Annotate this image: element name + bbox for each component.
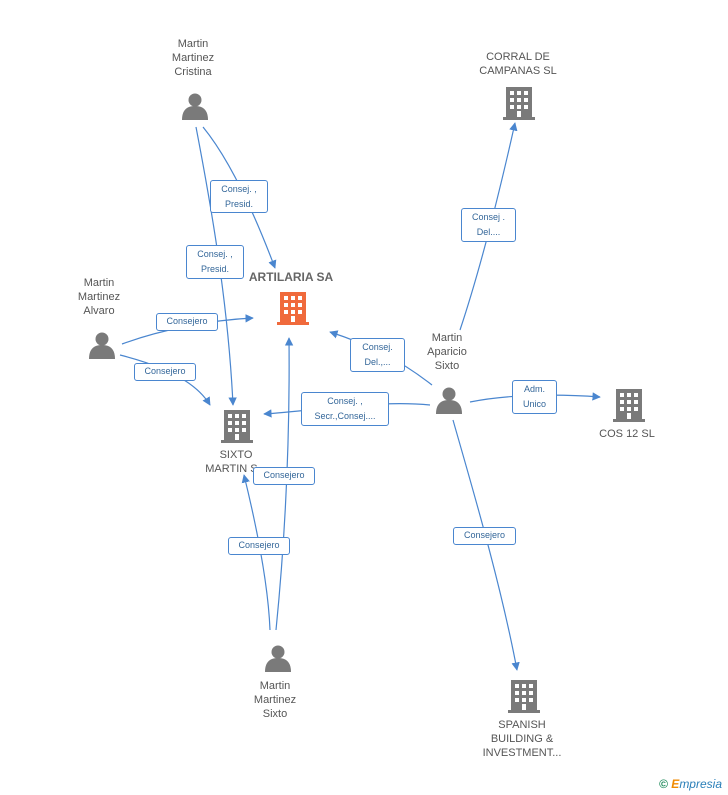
brand-footer: © Empresia xyxy=(659,777,722,791)
node-label-cristina[interactable]: Martin Martinez Cristina xyxy=(171,38,215,78)
edge-sixtoperson-artilaria xyxy=(275,337,294,631)
edge-label-aparicio-cos12[interactable]: Adm. Unico xyxy=(512,380,557,414)
edge-label-alvaro-sixto[interactable]: Consejero xyxy=(134,363,196,381)
building-icon xyxy=(221,410,253,443)
node-label-aparicio[interactable]: Martin Aparicio Sixto xyxy=(427,332,467,372)
building-icon xyxy=(508,680,540,713)
building-icon xyxy=(503,87,535,120)
brand-logo-letter: E xyxy=(671,777,680,791)
edge-label-sixtoperson-sixto[interactable]: Consejero xyxy=(228,537,290,555)
node-label-spanish[interactable]: SPANISH BUILDING & INVESTMENT... xyxy=(482,719,562,759)
node-label-sixto-person[interactable]: Martin Martinez Sixto xyxy=(253,680,297,720)
brand-logo-text: mpresia xyxy=(679,777,722,791)
building-icon xyxy=(613,389,645,422)
node-label-corral[interactable]: CORRAL DE CAMPANAS SL xyxy=(479,51,557,77)
edge-label-cristina-artilaria[interactable]: Consej. , Presid. xyxy=(210,180,268,213)
edge-aparicio-spanish xyxy=(452,419,520,671)
person-icon xyxy=(89,332,115,359)
person-icon xyxy=(182,93,208,120)
node-label-cos12[interactable]: COS 12 SL xyxy=(599,428,655,440)
node-label-artilaria[interactable]: ARTILARIA SA xyxy=(248,270,334,284)
node-label-alvaro[interactable]: Martin Martinez Alvaro xyxy=(77,277,121,317)
edge-label-aparicio-artilaria[interactable]: Consej. Del.,... xyxy=(350,338,405,372)
edge-label-aparicio-corral[interactable]: Consej . Del.... xyxy=(461,208,516,242)
person-icon xyxy=(436,387,462,414)
edge-label-alvaro-artilaria[interactable]: Consejero xyxy=(156,313,218,331)
edge-label-cristina-sixto[interactable]: Consej. , Presid. xyxy=(186,245,244,279)
copyright-icon: © xyxy=(659,777,668,791)
main-building-icon xyxy=(277,292,309,325)
edge-label-sixtoperson-artilaria[interactable]: Consejero xyxy=(253,467,315,485)
edge-label-aparicio-spanish[interactable]: Consejero xyxy=(453,527,516,545)
edge-label-aparicio-sixto[interactable]: Consej. , Secr.,Consej.... xyxy=(301,392,389,426)
person-icon xyxy=(265,645,291,672)
